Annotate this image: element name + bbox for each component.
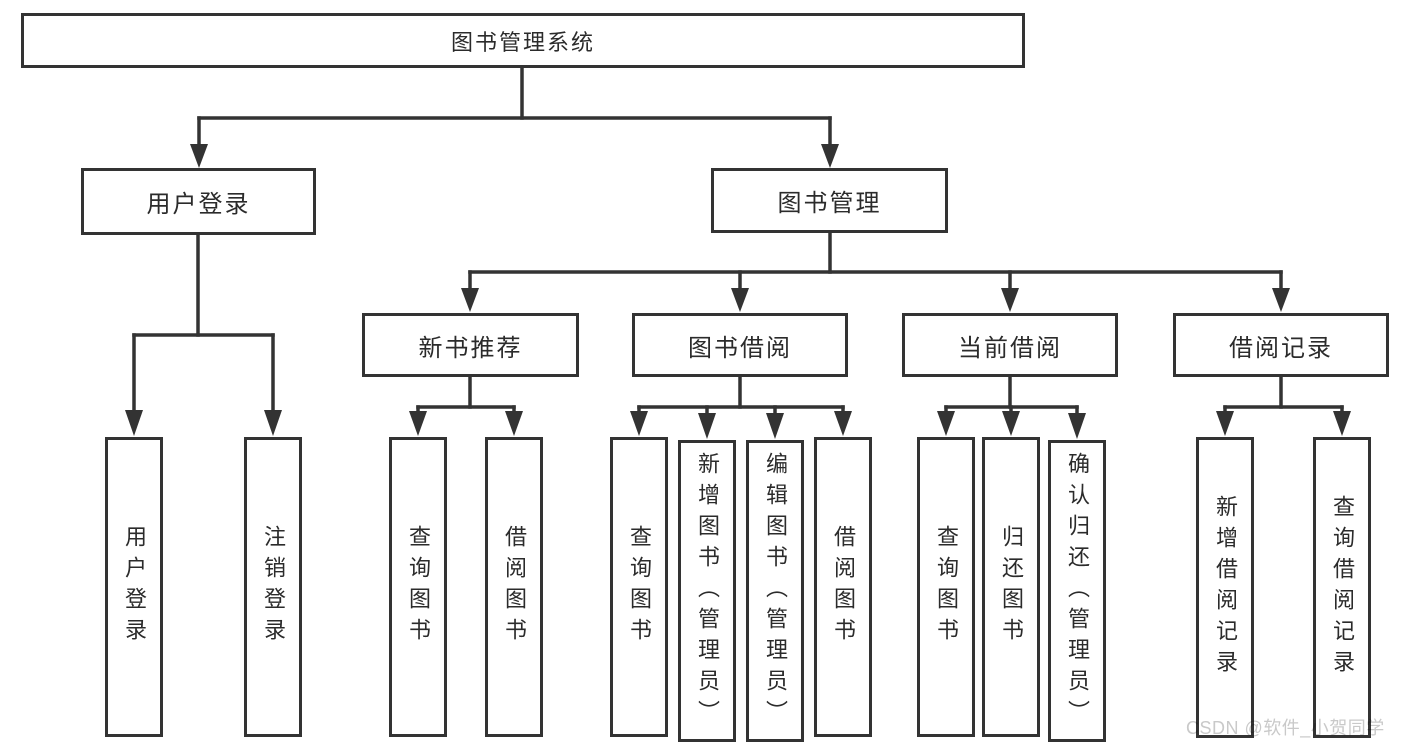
- node-label: 当前借阅: [958, 334, 1062, 362]
- node-book-borrow: 图书借阅: [632, 313, 848, 377]
- node-label: 新增借阅记录: [1213, 494, 1238, 681]
- node-leaf-add-borrow-record: 新增借阅记录: [1196, 437, 1254, 738]
- node-label: 查询图书: [627, 525, 652, 649]
- book-mgmt-connectors: [461, 231, 1290, 312]
- node-leaf-query-book-1: 查询图书: [389, 437, 447, 737]
- user-login-connectors: [125, 233, 282, 436]
- node-leaf-add-book-admin: 新增图书（管理员）: [678, 440, 736, 742]
- node-leaf-confirm-return-admin: 确认归还（管理员）: [1048, 440, 1106, 742]
- node-label: 编辑图书（管理员）: [763, 451, 788, 731]
- current-borrow-connectors: [937, 375, 1086, 439]
- node-leaf-borrow-book-1: 借阅图书: [485, 437, 543, 737]
- node-label: 查询图书: [934, 525, 959, 649]
- node-root-library-system: 图书管理系统: [21, 13, 1025, 68]
- node-label: 借阅图书: [502, 525, 527, 649]
- node-label: 新书推荐: [418, 334, 523, 362]
- node-label: 注销登录: [261, 525, 286, 649]
- node-leaf-logout: 注销登录: [244, 437, 302, 737]
- node-leaf-user-login: 用户登录: [105, 437, 163, 737]
- node-new-book-recommend: 新书推荐: [362, 313, 579, 377]
- node-leaf-query-book-3: 查询图书: [917, 437, 975, 737]
- node-label: 图书借阅: [688, 334, 792, 362]
- node-label: 图书管理系统: [450, 29, 595, 55]
- node-label: 用户登录: [146, 191, 251, 218]
- borrow-record-connectors: [1216, 375, 1351, 436]
- node-label: 借阅记录: [1229, 334, 1333, 362]
- node-label: 查询图书: [406, 525, 431, 649]
- node-leaf-borrow-book-2: 借阅图书: [814, 437, 872, 737]
- level1-connectors: [190, 64, 839, 168]
- node-current-borrow: 当前借阅: [902, 313, 1118, 377]
- node-borrow-record: 借阅记录: [1173, 313, 1389, 377]
- node-book-management: 图书管理: [711, 168, 948, 233]
- node-leaf-query-book-2: 查询图书: [610, 437, 668, 737]
- node-label: 新增图书（管理员）: [695, 451, 720, 731]
- node-label: 用户登录: [122, 525, 147, 649]
- node-label: 图书管理: [777, 190, 882, 217]
- node-label: 借阅图书: [831, 525, 856, 649]
- node-user-login: 用户登录: [81, 168, 316, 235]
- csdn-watermark: CSDN @软件_小贺同学: [1186, 718, 1385, 738]
- node-label: 归还图书: [999, 525, 1024, 649]
- book-borrow-connectors: [630, 375, 852, 439]
- node-leaf-edit-book-admin: 编辑图书（管理员）: [746, 440, 804, 742]
- new-book-rec-connectors: [409, 375, 523, 436]
- node-leaf-query-borrow-record: 查询借阅记录: [1313, 437, 1371, 738]
- node-label: 查询借阅记录: [1330, 494, 1355, 681]
- node-label: 确认归还（管理员）: [1065, 451, 1090, 731]
- node-leaf-return-book: 归还图书: [982, 437, 1040, 737]
